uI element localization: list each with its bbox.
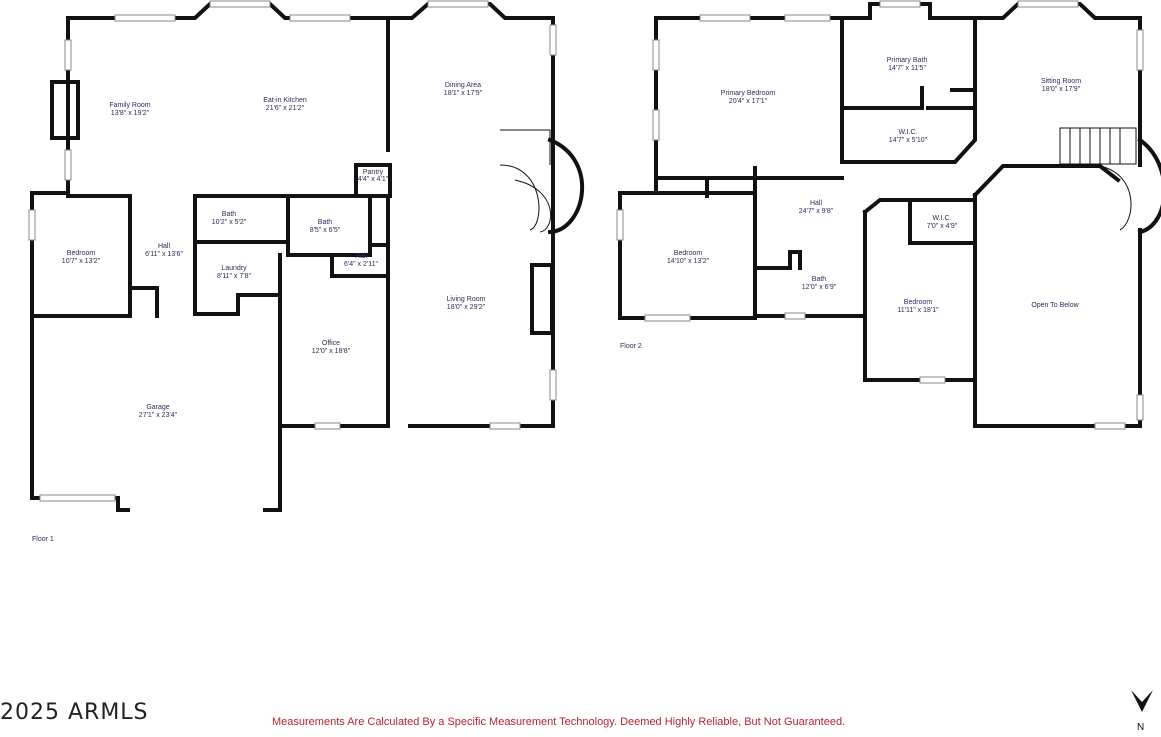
- fireplace-icon: [51, 81, 79, 139]
- room-dims: 18'0" x 17'9": [1042, 86, 1081, 93]
- room-dims: 12'0" x 18'8": [312, 348, 351, 355]
- room-name: Bedroom: [67, 250, 96, 257]
- floor-label: Floor 1: [32, 536, 54, 543]
- room-name: Pantry: [363, 169, 384, 176]
- room-dims: 12'0" x 6'9": [802, 284, 837, 291]
- room-name: Bath: [812, 276, 827, 283]
- compass-icon: [1131, 690, 1153, 712]
- floor-label: Floor 2: [620, 343, 642, 350]
- room-dims: 21'6" x 21'2": [266, 105, 305, 112]
- room-name: Dining Area: [445, 82, 481, 89]
- room-name: Bath: [222, 211, 237, 218]
- room-name: Bedroom: [674, 250, 703, 257]
- room-dims: 14'7" x 11'5": [888, 65, 926, 72]
- room-dims: 10'2" x 5'2": [212, 219, 247, 226]
- room-name: Open To Below: [1031, 302, 1079, 309]
- disclaimer-text: Measurements Are Calculated By a Specifi…: [272, 716, 846, 728]
- room-dims: 4'4" x 4'1": [358, 176, 389, 183]
- floor-1-walls: [30, 2, 585, 512]
- room-name: Laundry: [221, 265, 247, 272]
- room-name: W.I.C.: [932, 215, 951, 222]
- room-dims: 18'1" x 17'9": [444, 90, 483, 97]
- room-name: W.I.C.: [898, 129, 917, 136]
- room-dims: 13'8" x 19'2": [111, 110, 150, 117]
- room-dims: 14'10" x 13'2": [667, 258, 710, 265]
- floor-2-windows: [616, 0, 1144, 430]
- room-dims: 27'1" x 23'4": [139, 412, 178, 419]
- room-dims: 6'4" x 2'11": [344, 261, 378, 268]
- room-dims: 7'0" x 4'9": [927, 223, 958, 230]
- room-name: Garage: [146, 404, 169, 411]
- room-dims: 8'11" x 7'8": [217, 273, 251, 280]
- room-name: Bath: [318, 219, 333, 226]
- room-name: Office: [322, 340, 340, 347]
- room-name: Living Room: [447, 296, 486, 303]
- room-dims: 10'7" x 13'2": [62, 258, 101, 265]
- room-name: Eat-in Kitchen: [263, 97, 307, 104]
- room-dims: 11'11" x 18'1": [897, 307, 939, 314]
- room-dims: 6'11" x 13'6": [145, 251, 183, 258]
- room-name: Hall: [810, 200, 823, 207]
- room-name: Family Room: [109, 102, 150, 109]
- floor-2-labels: Primary Bedroom 20'4" x 17'1" Primary Ba…: [620, 57, 1081, 350]
- room-name: Primary Bath: [887, 57, 928, 64]
- floor-2-walls: [618, 2, 1161, 428]
- compass-label: N: [1137, 722, 1145, 733]
- room-dims: 20'4" x 17'1": [729, 98, 768, 105]
- room-name: Bedroom: [904, 299, 933, 306]
- room-dims: 14'7" x 5'10": [889, 137, 928, 144]
- room-name: Primary Bedroom: [721, 90, 776, 97]
- room-name: Hall: [355, 253, 368, 260]
- room-dims: 18'0" x 29'2": [447, 304, 486, 311]
- room-dims: 24'7" x 9'8": [799, 208, 834, 215]
- floor-1-windows: [28, 0, 557, 502]
- floor-1-labels: Family Room 13'8" x 19'2" Eat-in Kitchen…: [32, 82, 486, 543]
- room-name: Sitting Room: [1041, 78, 1081, 85]
- copyright-text: 2025 ARMLS: [0, 700, 149, 725]
- room-dims: 8'5" x 6'5": [310, 227, 341, 234]
- room-name: Hall: [158, 243, 171, 250]
